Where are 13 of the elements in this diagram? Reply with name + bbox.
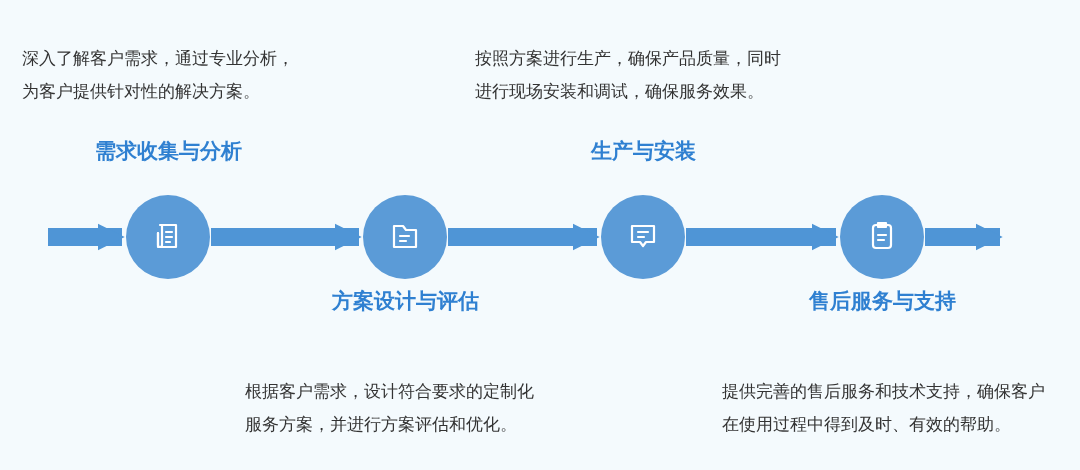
step-heading: 生产与安装 (589, 138, 697, 165)
step-heading: 方案设计与评估 (330, 288, 480, 315)
step-heading: 需求收集与分析 (93, 138, 243, 165)
description-text: 根据客户需求，设计符合要求的定制化服务方案，并进行方案评估和优化。 (245, 380, 535, 436)
description-text: 提供完善的售后服务和技术支持，确保客户在使用过程中得到及时、有效的帮助。 (722, 380, 1046, 436)
chevron-arrow (48, 223, 125, 251)
description-text: 按照方案进行生产，确保产品质量，同时进行现场安装和调试，确保服务效果。 (475, 47, 782, 103)
chevron-arrow (211, 223, 362, 251)
chevron-arrow (925, 223, 1003, 251)
chevron-arrow (686, 223, 839, 251)
step-heading: 售后服务与支持 (807, 288, 957, 315)
chevron-arrow (448, 223, 600, 251)
description-text: 深入了解客户需求，通过专业分析，为客户提供针对性的解决方案。 (22, 47, 295, 103)
